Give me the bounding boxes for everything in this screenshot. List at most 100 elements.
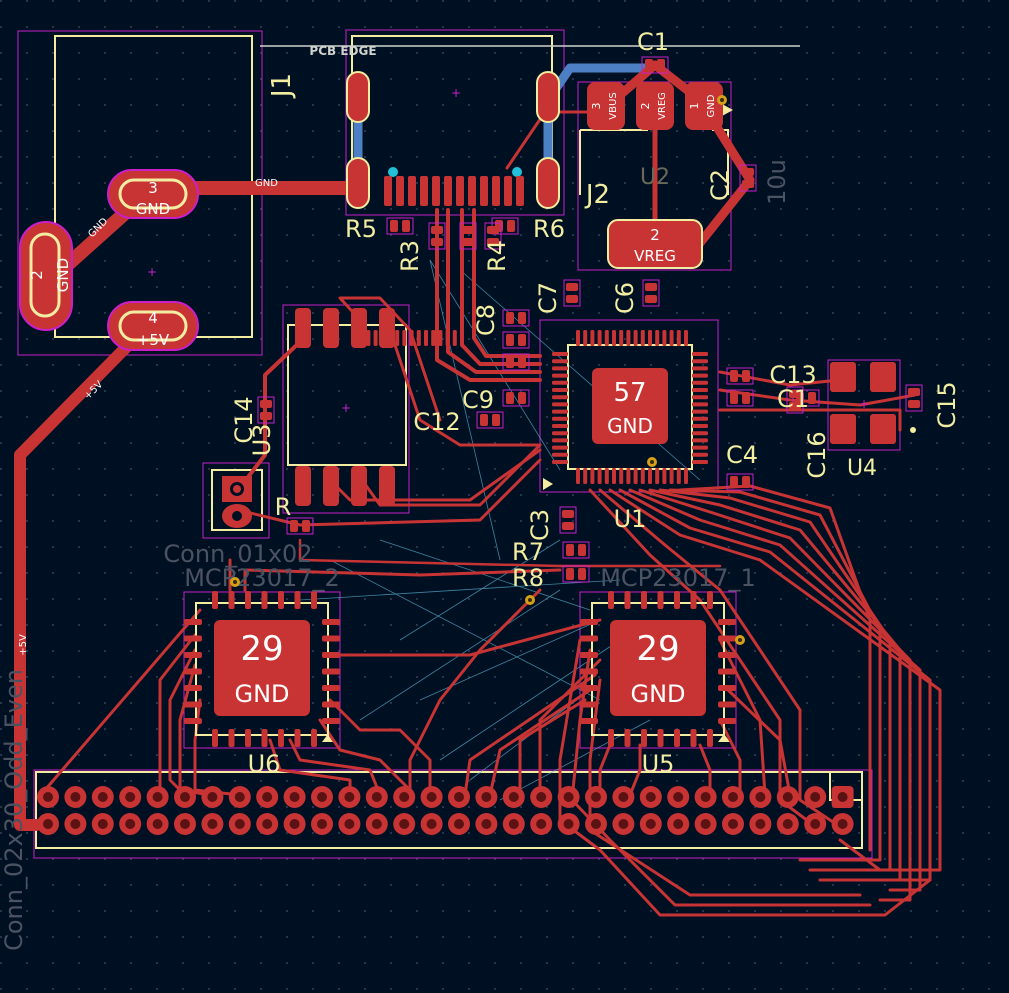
u1-pin [438, 330, 443, 346]
smd-passive[interactable] [502, 309, 530, 327]
u3-reference: U3 [248, 424, 276, 457]
qfn-pin [278, 591, 284, 609]
u1-pin [552, 388, 568, 392]
header-pin-hole [673, 819, 684, 829]
smd-passive[interactable] [502, 331, 530, 349]
smd-passive[interactable] [386, 217, 414, 235]
smd-passive[interactable] [257, 396, 275, 424]
header-pin-hole [344, 792, 355, 802]
u3-pin [379, 466, 395, 506]
u1-pin [648, 330, 652, 346]
smd-passive[interactable] [726, 473, 754, 491]
pin1-marker-u2 [722, 104, 733, 116]
qfn-pin [608, 729, 614, 747]
j3-connector[interactable]: Conn_01x02 R [163, 476, 313, 568]
u1-microcontroller[interactable]: 57 GND U1 [352, 330, 708, 533]
qfn-pin [212, 591, 218, 609]
u3-ic[interactable]: + U3 [248, 308, 395, 506]
smd-passive[interactable] [786, 386, 804, 414]
u1-pin [612, 330, 616, 346]
smd-passive[interactable] [726, 389, 754, 407]
header-pin-hole [591, 792, 601, 802]
qfn-pin [261, 729, 268, 747]
passive-components[interactable] [257, 56, 923, 583]
u1-pin [597, 330, 602, 346]
ref-c2-value: 10u [763, 159, 791, 205]
smd-passive[interactable] [641, 56, 669, 74]
header-pin-hole [426, 819, 437, 829]
u1-pin [552, 431, 568, 436]
j4-value: Conn_02x30_Odd_Even [0, 669, 28, 951]
u1-pin [684, 330, 688, 346]
u1-pin [552, 373, 568, 378]
qfn-pin [245, 729, 251, 747]
j3-reference: R [275, 493, 292, 521]
smd-passive[interactable] [502, 389, 530, 407]
u5-reference: U5 [642, 750, 675, 778]
smd-passive[interactable] [428, 222, 446, 250]
qfn-pin [580, 619, 598, 625]
qfn-pin [184, 635, 202, 642]
u1-pin [640, 330, 645, 346]
header-pin-hole [618, 819, 629, 829]
smd-passive[interactable] [484, 222, 502, 250]
usb-pin [384, 176, 392, 206]
smd-passive[interactable] [562, 565, 590, 583]
qfn-pin [718, 619, 736, 625]
header-pin-hole [43, 819, 53, 829]
j4-header[interactable]: Conn_02x30_Odd_Even [0, 669, 854, 951]
u6-port-expander[interactable]: 29 GND MCP23017_2 U6 [184, 564, 340, 778]
u1-pin [655, 330, 660, 346]
smd-passive[interactable] [563, 279, 581, 307]
ref-c13: C13 [769, 361, 816, 389]
qfn-pin [184, 701, 202, 708]
qfn-pin [311, 729, 317, 747]
header-pin-hole [454, 819, 464, 829]
usb-connector[interactable]: PCB EDGE + [260, 44, 800, 209]
j1-pad3-number: 3 [148, 179, 158, 197]
smd-passive[interactable] [559, 506, 577, 534]
header-pin-hole [536, 792, 547, 802]
smd-passive[interactable] [726, 367, 754, 385]
qfn-pin [674, 729, 680, 747]
qfn-pin [278, 729, 284, 747]
j1-pad4-number: 4 [148, 309, 158, 327]
smd-passive[interactable] [642, 279, 660, 307]
u1-pin [604, 330, 609, 346]
ref-c6: C6 [611, 282, 639, 314]
smd-passive[interactable] [286, 517, 314, 535]
u1-pin [597, 468, 602, 484]
ref-c2: C2 [706, 169, 734, 201]
qfn-pin [184, 718, 202, 724]
ref-c12: C12 [413, 408, 460, 436]
u1-pin [409, 330, 414, 346]
smd-passive[interactable] [502, 353, 530, 371]
header-pin-hole [317, 792, 327, 802]
smd-passive[interactable] [562, 541, 590, 559]
header-pin-hole [180, 819, 190, 829]
qfn-pin [261, 591, 268, 609]
j3-value: Conn_01x02 [163, 540, 312, 568]
u1-pin [669, 330, 674, 346]
u4-crystal[interactable]: U4 + [830, 362, 916, 481]
u2-regulator[interactable]: 3 VBUS 2 VREG 1 GND 2 VREG U2 [587, 82, 723, 269]
smd-passive[interactable] [476, 411, 504, 429]
header-pin-hole [262, 792, 273, 802]
smd-passive[interactable] [459, 222, 477, 250]
u1-pin [684, 468, 688, 484]
smd-passive[interactable] [739, 164, 757, 192]
u1-pin [676, 330, 681, 346]
u1-pin [633, 330, 638, 346]
j1-power-jack[interactable]: 3 GND 2 GND 4 +5V J1 + [19, 73, 297, 351]
pin1-marker-u6 [322, 734, 334, 742]
header-pin-hole [97, 819, 108, 829]
ref-c1: C1 [637, 28, 669, 56]
u5-port-expander[interactable]: 29 GND MCP23017_1 U5 [580, 564, 756, 778]
qfn-pin [657, 729, 664, 747]
u1-pin [604, 468, 609, 484]
u1-pin [452, 330, 457, 346]
smd-passive[interactable] [905, 384, 923, 412]
u1-pin [366, 330, 371, 346]
qfn-pin [184, 668, 202, 675]
